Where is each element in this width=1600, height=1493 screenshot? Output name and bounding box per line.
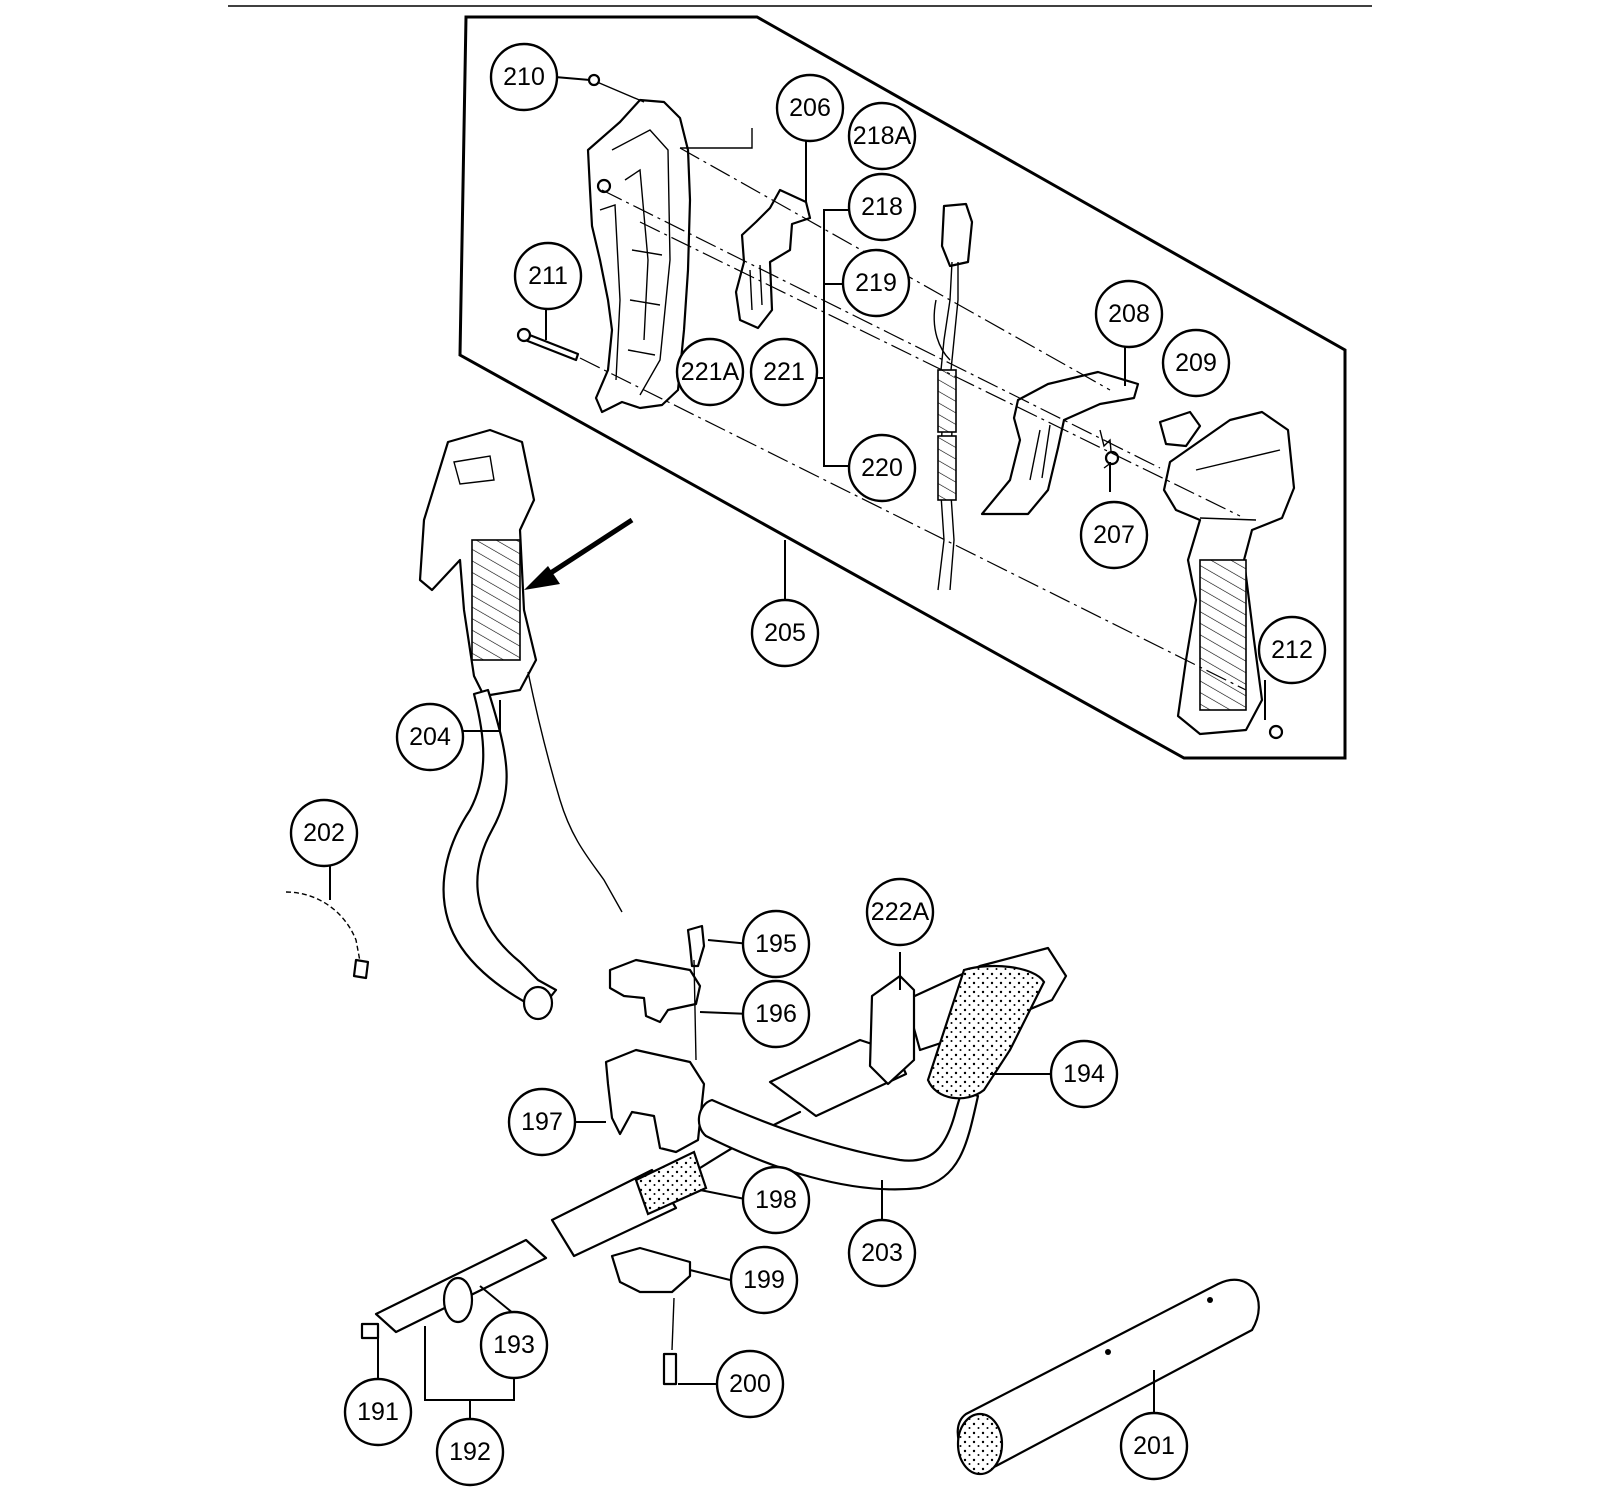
callout-201: 201 bbox=[1119, 1411, 1189, 1481]
handle-half-left-205 bbox=[586, 98, 692, 414]
svg-text:204: 204 bbox=[409, 723, 451, 751]
callout-195: 195 bbox=[741, 909, 811, 979]
handle-half-right-212 bbox=[1162, 410, 1296, 736]
callout-209: 209 bbox=[1161, 328, 1231, 398]
svg-text:222A: 222A bbox=[871, 898, 930, 926]
direction-arrow bbox=[524, 517, 634, 590]
screw-210 bbox=[587, 73, 645, 103]
svg-text:203: 203 bbox=[861, 1239, 903, 1267]
callout-221A: 221A bbox=[675, 337, 745, 407]
screw-212 bbox=[1268, 724, 1284, 740]
callout-193: 193 bbox=[479, 1310, 549, 1380]
callout-194: 194 bbox=[1049, 1039, 1119, 1109]
svg-text:191: 191 bbox=[357, 1398, 399, 1426]
svg-text:211: 211 bbox=[528, 262, 568, 290]
callout-205: 205 bbox=[750, 598, 820, 668]
callout-222A: 222A bbox=[865, 877, 935, 947]
svg-text:220: 220 bbox=[861, 454, 903, 482]
callout-204: 204 bbox=[395, 702, 465, 772]
lever-206 bbox=[680, 128, 812, 330]
callout-199: 199 bbox=[729, 1245, 799, 1315]
callout-202: 202 bbox=[289, 798, 359, 868]
callout-203: 203 bbox=[847, 1218, 917, 1288]
callout-206: 206 bbox=[775, 73, 845, 143]
callout-220: 220 bbox=[847, 433, 917, 503]
svg-text:197: 197 bbox=[521, 1108, 563, 1136]
callout-198: 198 bbox=[741, 1165, 811, 1235]
callout-196: 196 bbox=[741, 979, 811, 1049]
svg-text:207: 207 bbox=[1093, 521, 1135, 549]
callout-192: 192 bbox=[435, 1417, 505, 1487]
callout-219: 219 bbox=[841, 248, 911, 318]
handle-tube-204 bbox=[418, 428, 623, 1021]
callout-212: 212 bbox=[1257, 615, 1327, 685]
clamp-196 bbox=[608, 958, 702, 1024]
svg-text:202: 202 bbox=[303, 819, 345, 847]
exploded-view-frame bbox=[458, 15, 1347, 760]
svg-text:205: 205 bbox=[764, 619, 806, 647]
svg-text:209: 209 bbox=[1175, 349, 1217, 377]
svg-text:193: 193 bbox=[493, 1331, 535, 1359]
callout-218A: 218A bbox=[847, 101, 917, 171]
chain-202 bbox=[285, 891, 363, 973]
callout-207: 207 bbox=[1079, 500, 1149, 570]
callout-211: 211 bbox=[513, 241, 583, 311]
svg-text:206: 206 bbox=[789, 94, 831, 122]
svg-text:196: 196 bbox=[755, 1000, 797, 1028]
shoulder-pad-201 bbox=[956, 1278, 1260, 1476]
svg-text:212: 212 bbox=[1271, 636, 1313, 664]
callout-208: 208 bbox=[1094, 279, 1164, 349]
clamp-199 bbox=[610, 1246, 692, 1294]
wire-harness-220 bbox=[933, 202, 974, 591]
svg-text:195: 195 bbox=[755, 930, 797, 958]
svg-text:218A: 218A bbox=[853, 122, 912, 150]
screw-211 bbox=[516, 327, 580, 362]
svg-text:219: 219 bbox=[855, 269, 897, 297]
svg-text:192: 192 bbox=[449, 1438, 491, 1466]
callout-221: 221 bbox=[749, 337, 819, 407]
svg-text:208: 208 bbox=[1108, 300, 1150, 328]
bolt-195 bbox=[686, 924, 706, 968]
svg-text:218: 218 bbox=[861, 193, 903, 221]
svg-text:198: 198 bbox=[755, 1186, 797, 1214]
bracket-197 bbox=[604, 1048, 706, 1154]
grip-194 bbox=[926, 964, 1046, 1100]
throttle-trigger-208 bbox=[980, 370, 1140, 516]
callout-191: 191 bbox=[343, 1377, 413, 1447]
svg-text:221A: 221A bbox=[681, 358, 740, 386]
bolt-200 bbox=[662, 1352, 678, 1386]
callout-200: 200 bbox=[715, 1349, 785, 1419]
callout-218: 218 bbox=[847, 172, 917, 242]
clamp-222A bbox=[868, 974, 916, 1086]
svg-text:199: 199 bbox=[743, 1266, 785, 1294]
svg-text:201: 201 bbox=[1133, 1432, 1175, 1460]
svg-text:221: 221 bbox=[763, 358, 805, 386]
svg-text:200: 200 bbox=[729, 1370, 771, 1398]
callout-210: 210 bbox=[489, 42, 559, 112]
svg-text:210: 210 bbox=[503, 63, 545, 91]
callout-197: 197 bbox=[507, 1087, 577, 1157]
lockout-209 bbox=[1158, 410, 1202, 448]
svg-text:194: 194 bbox=[1063, 1060, 1105, 1088]
